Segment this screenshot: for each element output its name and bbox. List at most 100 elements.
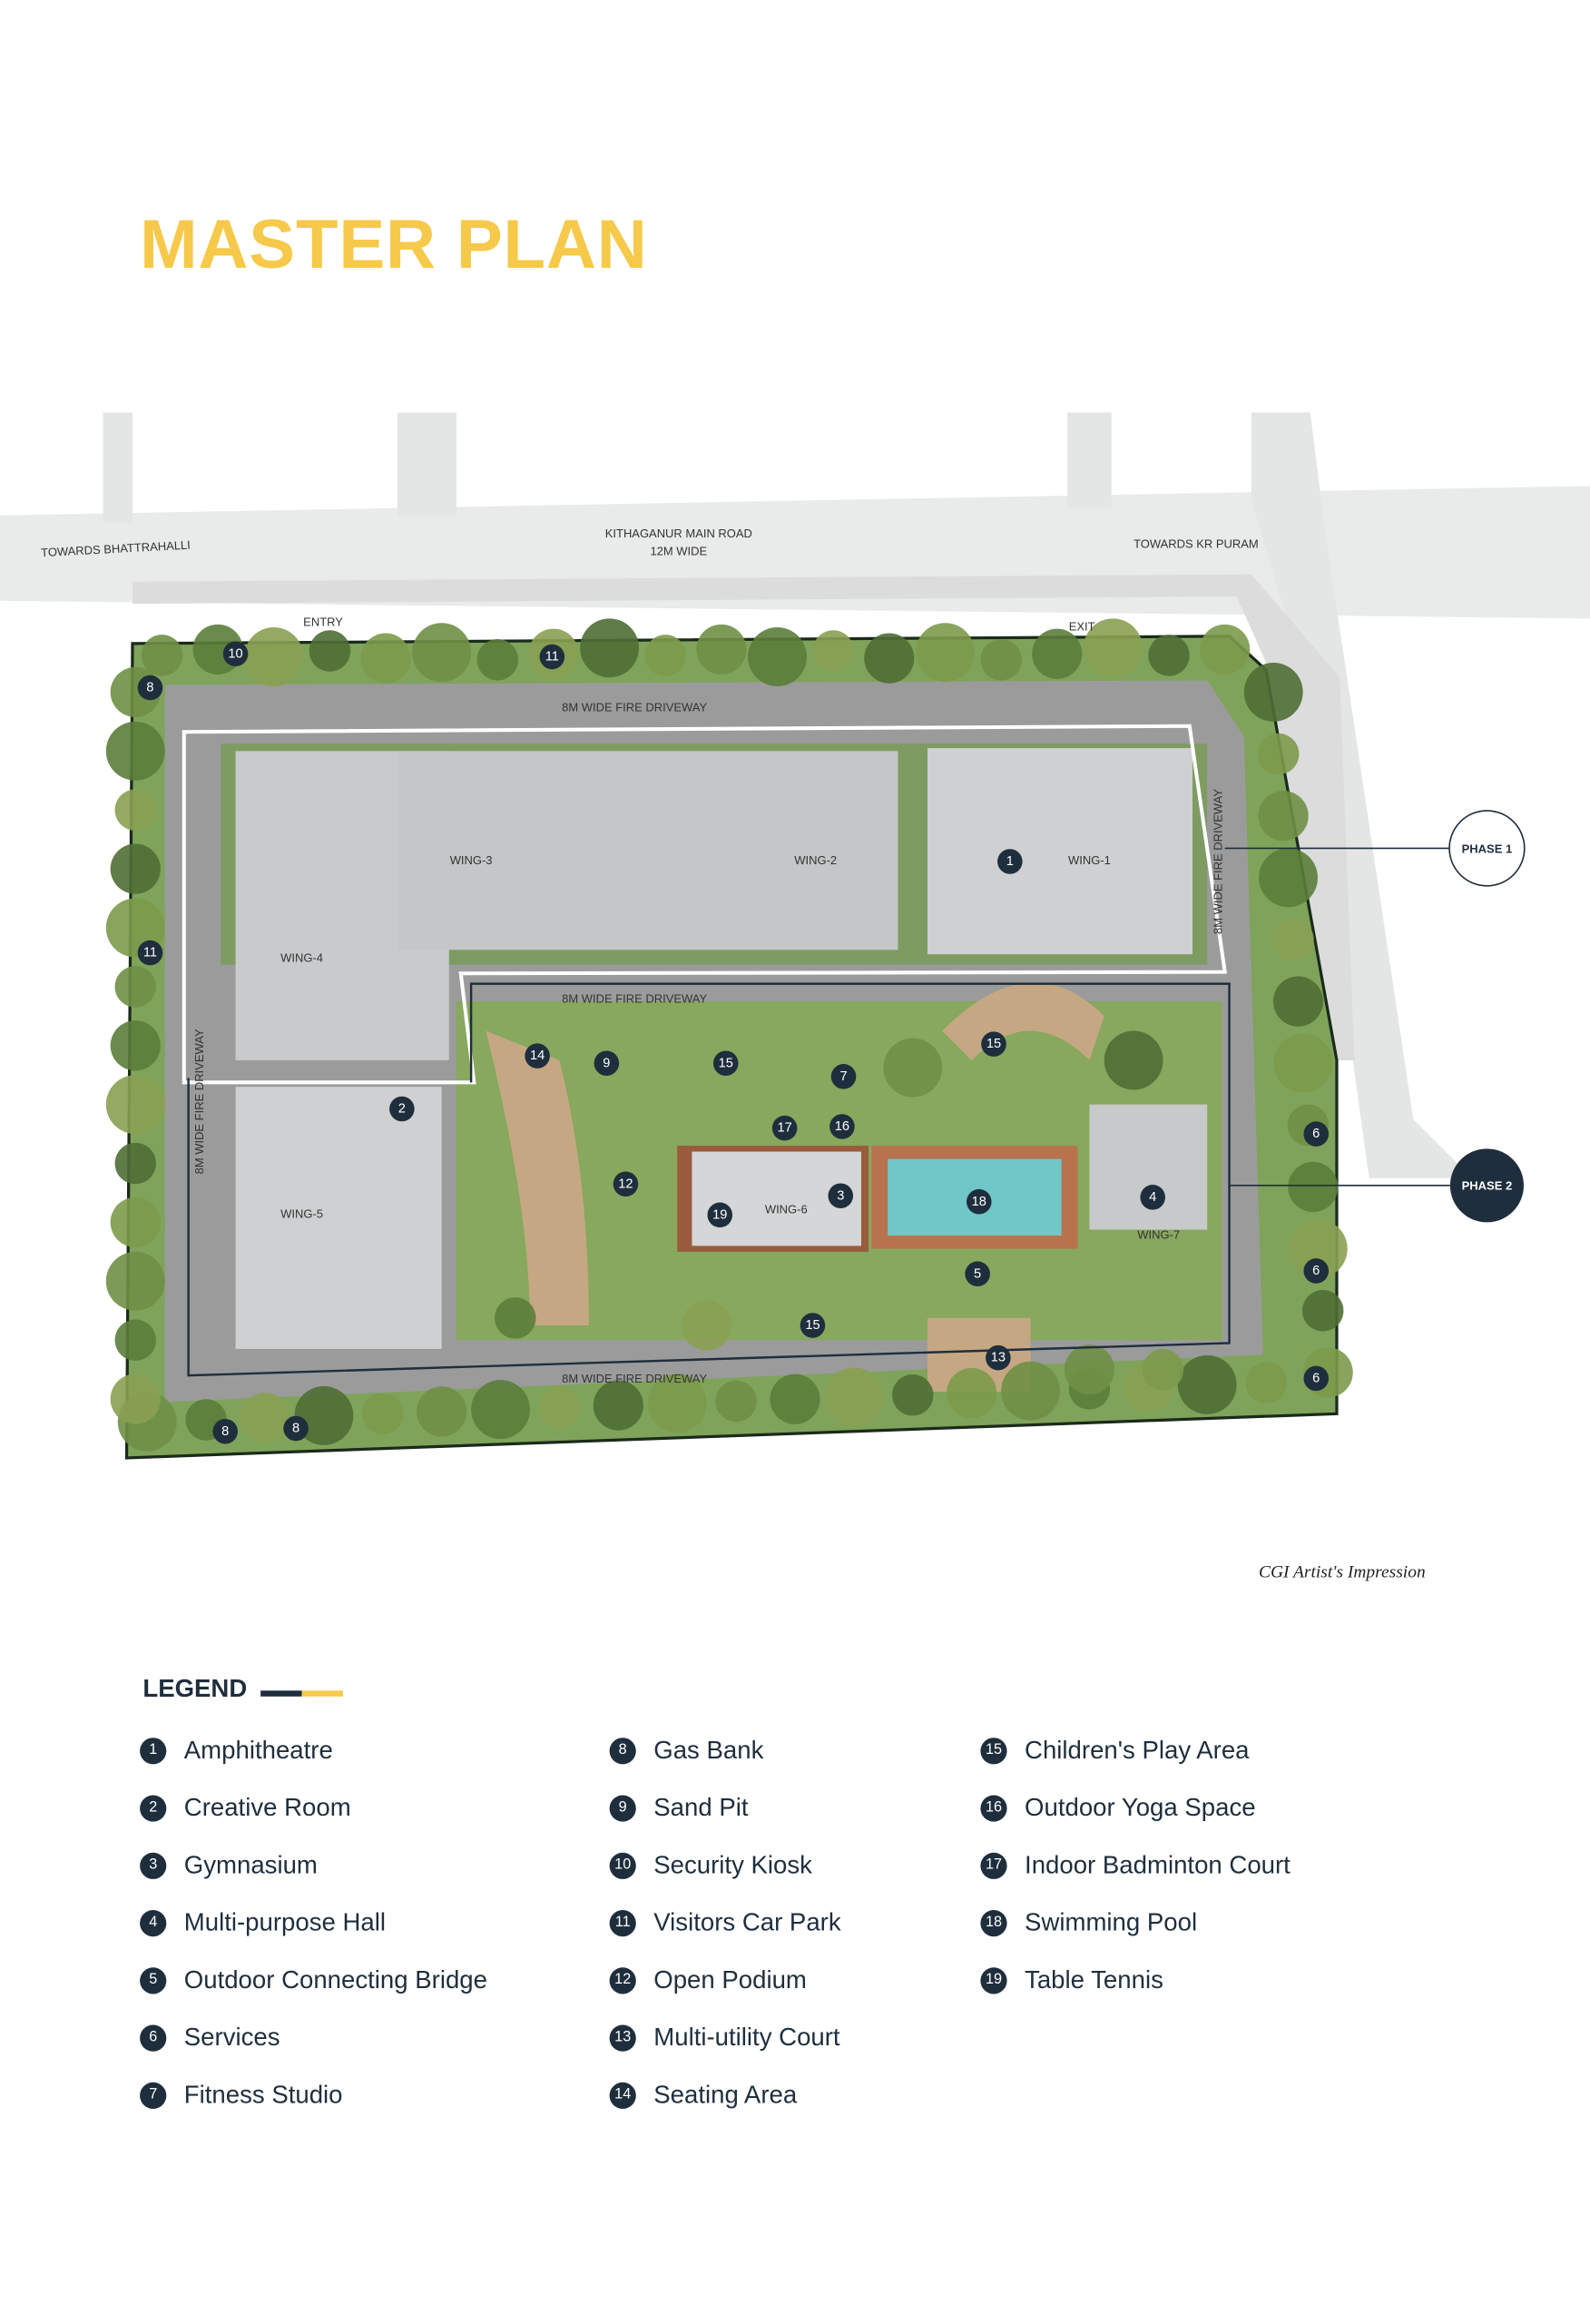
tree — [476, 639, 519, 681]
legend-label: Open Podium — [653, 1965, 807, 1994]
map-marker: 11 — [137, 940, 163, 966]
tree — [110, 1374, 161, 1424]
legend-item: 6 Services — [140, 2024, 280, 2053]
tree — [114, 1319, 156, 1361]
tree — [110, 1196, 161, 1248]
legend-number-badge: 7 — [140, 2082, 167, 2109]
tree — [864, 633, 915, 684]
legend-number-badge: 10 — [609, 1852, 636, 1879]
tree — [495, 1297, 536, 1339]
tree — [1148, 635, 1190, 676]
map-marker: 6 — [1303, 1365, 1330, 1392]
tree — [114, 1142, 156, 1185]
tree — [1288, 1219, 1348, 1279]
tree — [1257, 733, 1300, 775]
legend-number-badge: 19 — [980, 1967, 1007, 1994]
tree — [1064, 1344, 1115, 1395]
wing-3-label: WING-3 — [450, 853, 493, 867]
legend-label: Visitors Car Park — [653, 1908, 841, 1937]
tree — [412, 623, 472, 683]
wing-6-label: WING-6 — [765, 1203, 808, 1216]
legend-number-badge: 11 — [609, 1909, 636, 1937]
cgi-caption: CGI Artist's Impression — [1258, 1561, 1426, 1582]
entry-label: ENTRY — [303, 615, 343, 628]
tree — [417, 1386, 467, 1437]
legend-number-badge: 13 — [609, 2024, 636, 2052]
tree — [1142, 1348, 1184, 1391]
legend-label: Multi-purpose Hall — [183, 1908, 387, 1937]
tree — [593, 1380, 643, 1431]
tree — [114, 966, 156, 1008]
tree — [105, 721, 165, 781]
tree — [580, 618, 640, 678]
driveway-label-left: 8M WIDE FIRE DRIVEWAY — [192, 1029, 206, 1174]
phase1-outline — [182, 724, 1228, 1085]
map-marker: 8 — [283, 1415, 309, 1442]
wing-1-label: WING-1 — [1068, 853, 1111, 867]
master-plan-map: KITHAGANUR MAIN ROAD 12M WIDE TOWARDS BH… — [0, 412, 1590, 1502]
tree — [1200, 624, 1251, 675]
tree — [1243, 662, 1303, 722]
map-marker: 2 — [389, 1096, 415, 1122]
page-title: MASTER PLAN — [140, 204, 648, 283]
map-marker: 8 — [212, 1418, 238, 1444]
tree — [141, 635, 183, 676]
road-width-label: 12M WIDE — [650, 545, 707, 558]
tree — [538, 1386, 581, 1429]
map-marker: 14 — [525, 1043, 550, 1068]
tree — [1258, 791, 1309, 842]
tree — [1032, 628, 1083, 679]
wing-4-label: WING-4 — [280, 950, 323, 964]
tree — [748, 627, 807, 686]
tree — [244, 627, 304, 686]
map-marker: 7 — [830, 1064, 857, 1089]
road-name-label: KITHAGANUR MAIN ROAD — [605, 527, 752, 540]
site-plan-drawing: KITHAGANUR MAIN ROAD 12M WIDE TOWARDS BH… — [0, 412, 1590, 1460]
legend-accent-bar — [260, 1690, 343, 1697]
map-marker: 16 — [829, 1114, 855, 1139]
map-marker: 11 — [539, 644, 565, 670]
tree — [105, 1251, 165, 1311]
tree — [947, 1367, 997, 1419]
phase-2-badge: PHASE 2 — [1449, 1148, 1524, 1223]
legend-label: Outdoor Connecting Bridge — [183, 1965, 487, 1994]
legend-item: 11 Visitors Car Park — [609, 1908, 841, 1937]
tree — [1259, 848, 1318, 908]
tree — [770, 1374, 820, 1424]
map-marker: 10 — [222, 641, 249, 667]
legend-label: Services — [183, 2023, 280, 2052]
tree — [110, 843, 161, 894]
tree — [883, 1038, 943, 1098]
driveway-label-right: 8M WIDE FIRE DRIVEWAY — [1211, 789, 1224, 934]
legend-number-badge: 8 — [609, 1738, 636, 1765]
map-marker: 15 — [712, 1050, 739, 1077]
legend-item: 4 Multi-purpose Hall — [140, 1908, 386, 1937]
tree — [682, 1300, 732, 1351]
legend-title: LEGEND — [142, 1674, 248, 1703]
legend-number-badge: 5 — [140, 1967, 167, 1994]
tree — [1301, 1290, 1344, 1332]
tree — [110, 1020, 161, 1071]
driveway-label-bottom: 8M WIDE FIRE DRIVEWAY — [562, 1372, 707, 1385]
legend-label: Indoor Badminton Court — [1025, 1851, 1291, 1879]
wing-5-block — [235, 1087, 442, 1349]
tree — [240, 1393, 290, 1443]
towards-kr-puram-label: TOWARDS KR PURAM — [1134, 537, 1259, 550]
legend-number-badge: 6 — [140, 2024, 167, 2052]
legend-number-badge: 15 — [980, 1738, 1007, 1765]
map-marker: 8 — [137, 675, 163, 701]
legend-number-badge: 4 — [140, 1909, 167, 1937]
legend-label: Sand Pit — [653, 1793, 749, 1822]
legend-label: Seating Area — [653, 2081, 798, 2109]
wing-5-label: WING-5 — [280, 1207, 323, 1221]
tree — [1177, 1354, 1237, 1414]
